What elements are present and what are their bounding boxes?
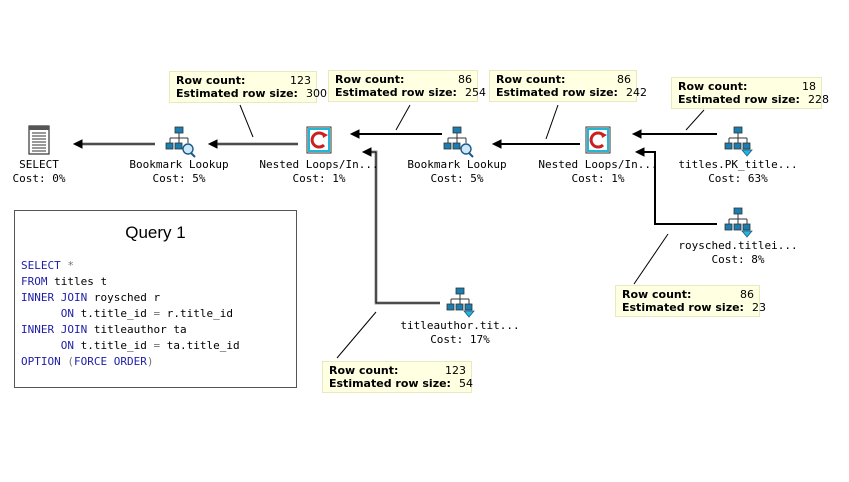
node-label: titleauthor.tit... bbox=[400, 319, 520, 332]
query-line: INNER JOIN roysched r bbox=[21, 291, 161, 304]
row-size-value: 254 bbox=[464, 86, 486, 99]
nested-loops-icon bbox=[306, 126, 332, 154]
plan-node-nested-loops-2[interactable]: Nested Loops/In... Cost: 1% bbox=[523, 124, 673, 186]
tooltip-roysched-output: Row count: 86 Estimated row size: 23 bbox=[615, 285, 766, 317]
select-statement-icon bbox=[28, 125, 50, 155]
plan-node-select[interactable]: SELECT Cost: 0% bbox=[0, 124, 78, 186]
node-label: Bookmark Lookup bbox=[129, 158, 229, 171]
node-label: SELECT bbox=[19, 158, 59, 171]
tooltip-nested1-input: Row count: 86 Estimated row size: 254 bbox=[328, 70, 486, 102]
arrowhead-select bbox=[72, 139, 83, 149]
node-cost: Cost: 5% bbox=[430, 172, 484, 185]
row-size-value: 300 bbox=[305, 87, 327, 100]
row-count-value: 86 bbox=[740, 288, 754, 301]
query-line: INNER JOIN titleauthor ta bbox=[21, 323, 187, 336]
tooltip-titleauthor-output: Row count: 123 Estimated row size: 54 bbox=[322, 361, 473, 393]
query-line: SELECT * bbox=[21, 259, 74, 272]
arrowhead-nested2-top bbox=[631, 129, 642, 139]
query-panel: Query 1 SELECT * FROM titles t INNER JOIN … bbox=[14, 210, 297, 388]
row-size-label: Estimated row size: bbox=[678, 93, 800, 106]
arrowhead-nested1 bbox=[349, 129, 360, 139]
row-count-value: 18 bbox=[802, 80, 816, 93]
query-line: FROM titles t bbox=[21, 275, 108, 288]
arrow-roysched-to-nested2 bbox=[642, 151, 717, 225]
bookmark-lookup-icon bbox=[443, 126, 474, 158]
row-size-label: Estimated row size: bbox=[496, 86, 618, 99]
node-cost: Cost: 1% bbox=[571, 172, 625, 185]
tooltip-bookmark2-input: Row count: 86 Estimated row size: 242 bbox=[489, 70, 647, 102]
plan-node-index-titles[interactable]: titles.PK_title... Cost: 63% bbox=[662, 124, 814, 186]
node-cost: Cost: 63% bbox=[708, 172, 768, 185]
node-label: Nested Loops/In... bbox=[538, 158, 658, 171]
row-count-label: Row count: bbox=[496, 73, 566, 86]
row-size-value: 228 bbox=[807, 93, 829, 106]
arrowhead-bookmark2 bbox=[491, 139, 502, 149]
node-label: Nested Loops/In... bbox=[259, 158, 379, 171]
row-size-value: 242 bbox=[625, 86, 647, 99]
node-cost: Cost: 1% bbox=[292, 172, 346, 185]
tooltip-bookmark1-input: Row count: 123 Estimated row size: 300 bbox=[169, 71, 327, 103]
plan-arrows bbox=[72, 129, 717, 305]
row-count-value: 123 bbox=[445, 364, 466, 377]
query-title: Query 1 bbox=[125, 223, 186, 242]
row-count-label: Row count: bbox=[335, 73, 405, 86]
row-count-label: Row count: bbox=[678, 80, 748, 93]
arrowhead-nested1-bottom bbox=[361, 147, 372, 157]
node-cost: Cost: 5% bbox=[152, 172, 206, 185]
row-count-value: 86 bbox=[617, 73, 631, 86]
bookmark-lookup-icon bbox=[165, 126, 196, 158]
query-line: ON t.title_id = r.title_id bbox=[60, 307, 233, 320]
plan-node-bookmark-lookup-1[interactable]: Bookmark Lookup Cost: 5% bbox=[122, 124, 236, 186]
query-code: SELECT * FROM titles t INNER JOIN roysched… bbox=[21, 258, 240, 370]
plan-node-nested-loops-1[interactable]: Nested Loops/In... Cost: 1% bbox=[244, 124, 394, 186]
plan-node-index-roysched[interactable]: roysched.titlei... Cost: 8% bbox=[662, 205, 814, 267]
tooltip-nested2-input: Row count: 18 Estimated row size: 228 bbox=[671, 77, 829, 109]
nested-loops-icon bbox=[585, 126, 611, 154]
plan-node-index-titleauthor[interactable]: titleauthor.tit... Cost: 17% bbox=[380, 285, 540, 347]
row-count-label: Row count: bbox=[329, 364, 399, 377]
node-label: Bookmark Lookup bbox=[407, 158, 507, 171]
index-seek-icon bbox=[446, 287, 475, 318]
plan-node-bookmark-lookup-2[interactable]: Bookmark Lookup Cost: 5% bbox=[400, 124, 514, 186]
node-cost: Cost: 17% bbox=[430, 333, 490, 346]
index-seek-icon bbox=[724, 126, 753, 157]
node-cost: Cost: 0% bbox=[12, 172, 66, 185]
node-cost: Cost: 8% bbox=[711, 253, 765, 266]
row-size-label: Estimated row size: bbox=[329, 377, 451, 390]
index-seek-icon bbox=[724, 207, 753, 238]
row-count-label: Row count: bbox=[622, 288, 692, 301]
query-line: ON t.title_id = ta.title_id bbox=[60, 339, 240, 352]
tooltip-leaders bbox=[239, 104, 705, 359]
arrowhead-bookmark1 bbox=[207, 139, 218, 149]
row-size-value: 54 bbox=[458, 377, 473, 390]
arrowhead-nested2-bottom bbox=[634, 147, 645, 157]
node-label: roysched.titlei... bbox=[678, 239, 798, 252]
row-count-value: 86 bbox=[458, 73, 472, 86]
query-line: OPTION (FORCE ORDER) bbox=[21, 355, 154, 368]
node-label: titles.PK_title... bbox=[678, 158, 798, 171]
row-size-label: Estimated row size: bbox=[335, 86, 457, 99]
row-size-label: Estimated row size: bbox=[176, 87, 298, 100]
row-count-label: Row count: bbox=[176, 74, 246, 87]
row-size-label: Estimated row size: bbox=[622, 301, 744, 314]
row-count-value: 123 bbox=[290, 74, 311, 87]
row-size-value: 23 bbox=[751, 301, 766, 314]
